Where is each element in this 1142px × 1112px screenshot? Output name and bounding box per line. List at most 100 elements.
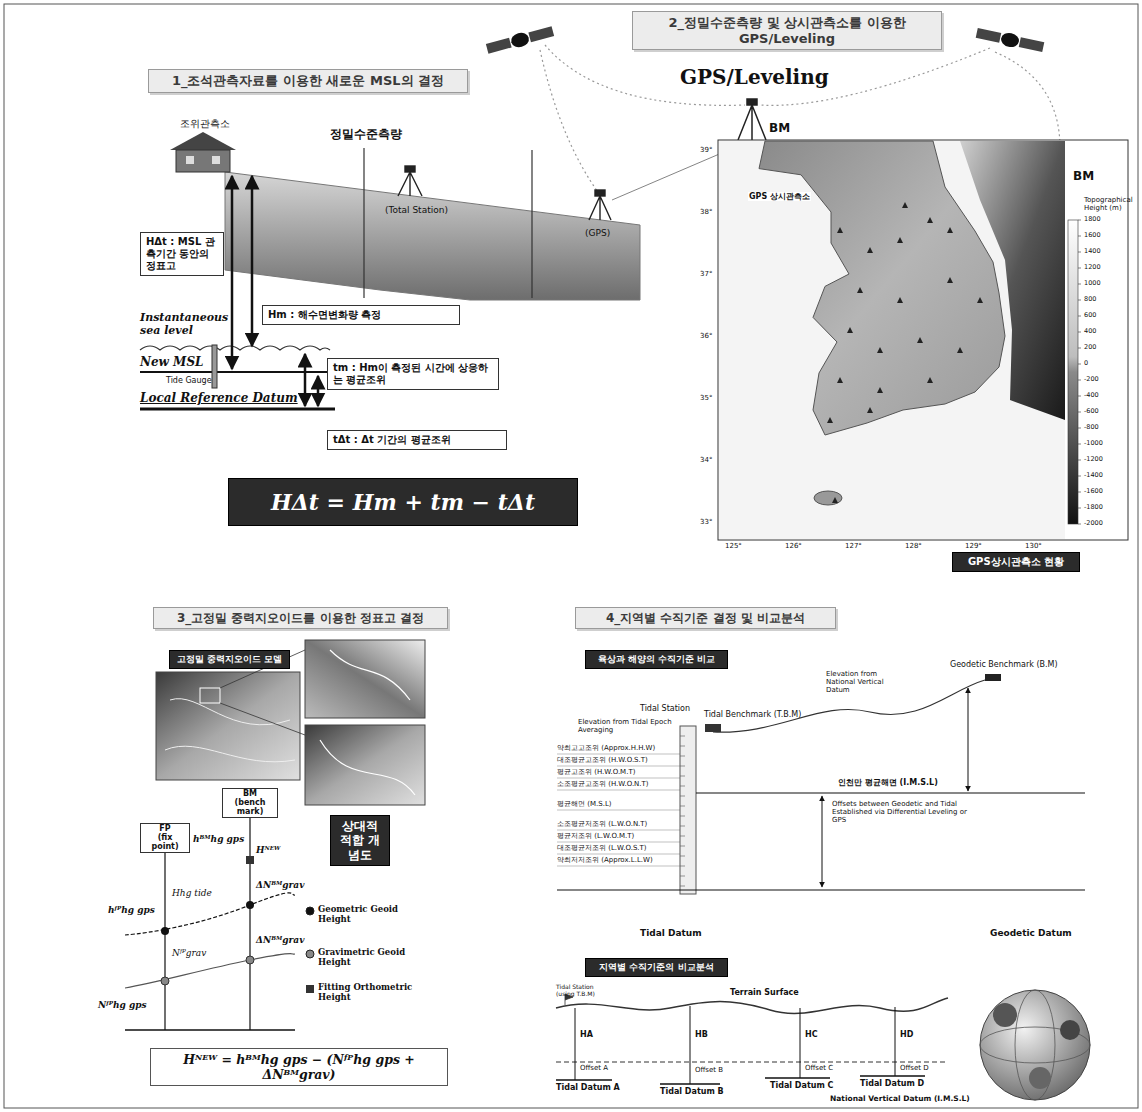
colorbar-tick: 800 bbox=[1084, 296, 1096, 303]
legend-swatch bbox=[305, 949, 315, 959]
axis-tick: 129° bbox=[965, 542, 982, 550]
colorbar-tick: -600 bbox=[1084, 408, 1099, 415]
height-label: HA bbox=[579, 1030, 594, 1039]
formula-term-box: tΔt : Δt 기간의 평균조위 bbox=[327, 430, 507, 450]
axis-tick: 125° bbox=[725, 542, 742, 550]
datum-label: Tidal Datum D bbox=[860, 1079, 924, 1088]
datum-label: Tidal Datum B bbox=[660, 1087, 724, 1096]
symbol-label: Nᶠᴾgrav bbox=[172, 948, 206, 958]
legend-text: Geometric Geoid Height bbox=[318, 905, 420, 925]
colorbar-tick: -1600 bbox=[1084, 488, 1103, 495]
part-label: GPS 상시관측소 bbox=[748, 192, 811, 201]
tide-level: 소조평균저조위 (L.W.O.N.T) bbox=[557, 820, 647, 828]
box-text: tm : Hm이 측정된 시간에 상응하는 평균조위 bbox=[333, 362, 493, 386]
part-label: Offsets between Geodetic and Tidal Estab… bbox=[832, 800, 972, 824]
part-label: New MSL bbox=[140, 356, 204, 370]
colorbar-tick: -1400 bbox=[1084, 472, 1103, 479]
legend-swatch bbox=[305, 984, 315, 994]
colorbar-tick: 400 bbox=[1084, 328, 1096, 335]
tide-level: 대조평균저조위 (L.W.O.S.T) bbox=[557, 844, 647, 852]
part-label: Terrain Surface bbox=[730, 988, 799, 997]
colorbar-tick: -200 bbox=[1084, 376, 1099, 383]
caption-box: 고정밀 중력지오이드 모델 bbox=[169, 650, 290, 669]
symbol-label: Nᶠᴾhg gps bbox=[98, 1000, 147, 1010]
section-heading: 3_고정밀 중력지오이드를 이용한 정표고 결정 bbox=[153, 607, 448, 629]
axis-tick: 128° bbox=[905, 542, 922, 550]
part-label: Elevation from Tidal Epoch Averaging bbox=[578, 718, 673, 734]
colorbar-tick: -1800 bbox=[1084, 504, 1103, 511]
part-label: 정밀수준측량 bbox=[330, 128, 402, 142]
legend-entry: Geometric Geoid Height bbox=[305, 905, 420, 925]
height-label: HD bbox=[899, 1030, 914, 1039]
axis-tick: 38° bbox=[700, 208, 712, 216]
datum-label: National Vertical Datum (I.M.S.L) bbox=[830, 1095, 970, 1104]
legend-text: Gravimetric Geoid Height bbox=[318, 948, 420, 968]
axis-tick: 37° bbox=[700, 270, 712, 278]
point-box: FP(fix point) bbox=[140, 823, 190, 853]
colorbar-title: Topographical Height (m) bbox=[1084, 196, 1134, 212]
symbol-label: ΔNᴮᴹgrav bbox=[256, 935, 304, 945]
box-text: HΔt : MSL 관측기간 동안의 정표고 bbox=[146, 236, 218, 272]
axis-tick: 33° bbox=[700, 518, 712, 526]
legend-entry: Fitting Orthometric Height bbox=[305, 983, 420, 1003]
part-label: (GPS) bbox=[585, 228, 610, 238]
box-text: (bench mark) bbox=[225, 799, 275, 817]
datum-label: Tidal Datum C bbox=[770, 1081, 833, 1090]
offset-label: Offset B bbox=[694, 1066, 724, 1074]
caption-box: 지역별 수직기준의 비교분석 bbox=[585, 958, 728, 977]
box-text: 고정밀 중력지오이드 모델 bbox=[175, 654, 284, 665]
box-text: 지역별 수직기준의 비교분석 bbox=[591, 962, 722, 973]
part-label: Elevation from National Vertical Datum bbox=[826, 670, 908, 694]
part-label: Tidal Datum bbox=[640, 928, 702, 938]
symbol-label: Hᴺᴱᵂ bbox=[256, 845, 280, 855]
caption-box: GPS상시관측소 현황 bbox=[952, 552, 1080, 572]
colorbar-tick: 1800 bbox=[1084, 216, 1101, 223]
box-text: GPS상시관측소 현황 bbox=[958, 556, 1074, 568]
box-text: 상대적 적합 개념도 bbox=[336, 819, 384, 862]
box-text: FP bbox=[143, 825, 187, 834]
part-label: (Total Station) bbox=[385, 205, 448, 215]
symbol-label: Hhg tide bbox=[172, 888, 212, 898]
height-label: HC bbox=[804, 1030, 819, 1039]
legend-text: Fitting Orthometric Height bbox=[318, 983, 420, 1003]
box-text: BM bbox=[225, 790, 275, 799]
colorbar-tick: -2000 bbox=[1084, 520, 1103, 527]
colorbar-tick: 600 bbox=[1084, 312, 1096, 319]
benchmark-label: BM bbox=[1072, 170, 1095, 184]
part-label: Instantaneous sea level bbox=[140, 312, 228, 337]
colorbar-tick: -400 bbox=[1084, 392, 1099, 399]
section-heading: 2_정밀수준측량 및 상시관측소를 이용한 GPS/Leveling bbox=[632, 11, 942, 50]
box-text: tΔt : Δt 기간의 평균조위 bbox=[333, 434, 501, 446]
part-label: 조위관측소 bbox=[180, 118, 230, 130]
formula-term-box: Hm : 해수면변화량 측정 bbox=[262, 305, 460, 325]
part-label: Geodetic Benchmark (B.M) bbox=[950, 660, 1058, 669]
colorbar-tick: -1000 bbox=[1084, 440, 1103, 447]
axis-tick: 39° bbox=[700, 146, 712, 154]
offset-label: Offset A bbox=[579, 1064, 609, 1072]
figure-title: GPS/Leveling bbox=[680, 66, 829, 89]
part-label: Tidal Benchmark (T.B.M) bbox=[704, 710, 801, 719]
height-label: HB bbox=[694, 1030, 709, 1039]
box-text: HΔt = Hm + tm − tΔt bbox=[235, 489, 571, 515]
box-text: 3_고정밀 중력지오이드를 이용한 정표고 결정 bbox=[159, 611, 442, 625]
part-label: Geodetic Datum bbox=[990, 928, 1072, 938]
box-text: 4_지역별 수직기준 결정 및 비교분석 bbox=[581, 611, 830, 625]
benchmark-label: BM bbox=[768, 122, 791, 136]
legend-entry: Gravimetric Geoid Height bbox=[305, 948, 420, 968]
tide-level: 약최고고조위 (Approx.H.H.W) bbox=[557, 744, 655, 752]
formula-box: HΔt = Hm + tm − tΔt bbox=[228, 478, 578, 526]
legend-swatch bbox=[305, 906, 315, 916]
axis-tick: 34° bbox=[700, 456, 712, 464]
box-text: Hm : 해수면변화량 측정 bbox=[268, 309, 454, 321]
caption-box: 상대적 적합 개념도 bbox=[330, 815, 390, 866]
offset-label: Offset C bbox=[804, 1064, 834, 1072]
tide-level: 약최저저조위 (Approx.L.L.W) bbox=[557, 856, 653, 864]
tide-level: 평균해면 (M.S.L) bbox=[557, 800, 612, 808]
box-text: Hᴺᴱᵂ = hᴮᴹhg gps − (Nᶠᴾhg gps + ΔNᴮᴹgrav… bbox=[156, 1052, 442, 1082]
box-text: 2_정밀수준측량 및 상시관측소를 이용한 GPS/Leveling bbox=[638, 15, 936, 46]
symbol-label: hᶠᴾhg gps bbox=[108, 905, 155, 915]
axis-tick: 35° bbox=[700, 394, 712, 402]
section-heading: 4_지역별 수직기준 결정 및 비교분석 bbox=[575, 607, 836, 629]
colorbar-tick: 1600 bbox=[1084, 232, 1101, 239]
tide-level: 대조평균고조위 (H.W.O.S.T) bbox=[557, 756, 648, 764]
